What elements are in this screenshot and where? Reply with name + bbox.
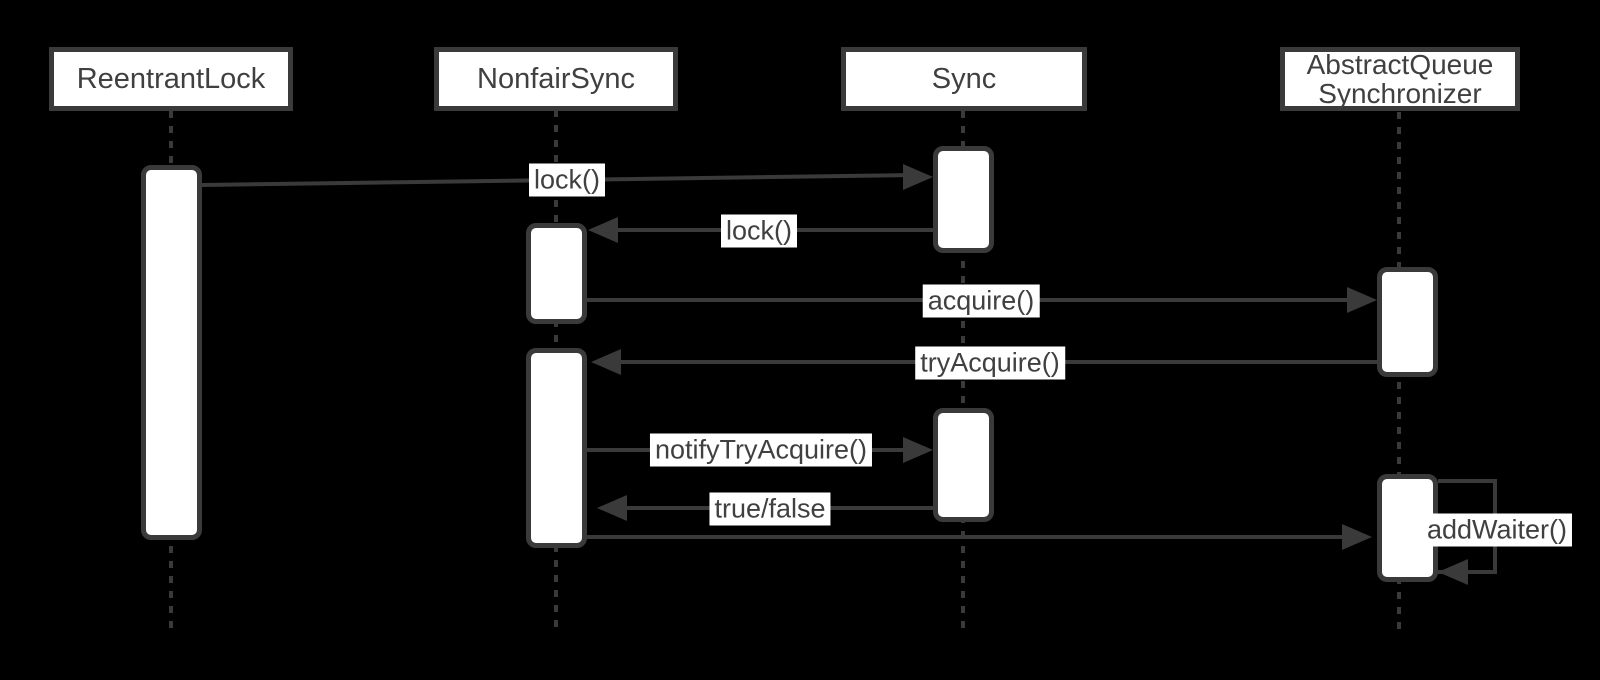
arrowhead-addwaiter bbox=[1438, 559, 1468, 585]
message-label-lock-2: lock() bbox=[721, 214, 797, 248]
message-label-truefalse: true/false bbox=[709, 492, 831, 526]
activation-sync-2 bbox=[933, 408, 994, 522]
arrowhead-notifytryacquire bbox=[903, 437, 933, 463]
actor-label: ReentrantLock bbox=[76, 63, 266, 95]
actor-sync: Sync bbox=[841, 47, 1087, 111]
message-line-to-addwaiter bbox=[587, 535, 1347, 539]
activation-nonfairsync-1 bbox=[526, 223, 587, 324]
arrowhead-lock-2 bbox=[588, 217, 618, 243]
actor-label: NonfairSync bbox=[477, 63, 635, 95]
arrowhead-truefalse bbox=[597, 495, 627, 521]
arrowhead-to-addwaiter bbox=[1342, 524, 1372, 550]
actor-label: Sync bbox=[931, 63, 997, 95]
activation-abstractqueuesynchronizer-1 bbox=[1377, 267, 1438, 377]
message-label-addwaiter: addWaiter() bbox=[1421, 513, 1573, 547]
message-label-notifytryacquire: notifyTryAcquire() bbox=[649, 433, 873, 467]
message-label-tryacquire: tryAcquire() bbox=[915, 346, 1065, 380]
actor-nonfairsync: NonfairSync bbox=[434, 47, 678, 111]
actor-reentrantlock: ReentrantLock bbox=[49, 47, 293, 111]
actor-abstractqueuesynchronizer: AbstractQueue Synchronizer bbox=[1280, 47, 1520, 111]
actor-label: Synchronizer bbox=[1318, 78, 1482, 109]
actor-label: AbstractQueue bbox=[1306, 49, 1494, 80]
activation-reentrantlock bbox=[141, 165, 202, 540]
message-label-lock-1: lock() bbox=[529, 163, 605, 197]
arrowhead-tryacquire bbox=[591, 349, 621, 375]
arrowhead-lock-1 bbox=[903, 164, 933, 190]
activation-nonfairsync-2 bbox=[526, 348, 587, 548]
activation-sync-1 bbox=[933, 146, 994, 253]
arrowhead-acquire bbox=[1347, 287, 1377, 313]
message-label-acquire: acquire() bbox=[922, 284, 1040, 318]
